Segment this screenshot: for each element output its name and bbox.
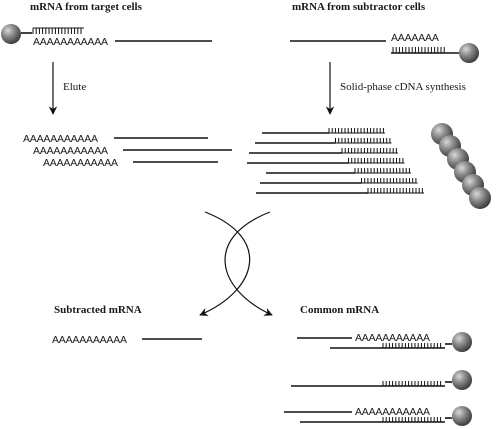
bead <box>459 43 479 63</box>
elute-label: Elute <box>63 81 86 93</box>
common-mrna-hybrid: AAAAAAAAAAA <box>284 406 472 426</box>
eluted-mrna-group: AAAAAAAAAAA AAAAAAAAAAA AAAAAAAAAAA <box>23 133 232 169</box>
common-mrna-hybrid: AAAAAAAAAAA <box>297 332 472 352</box>
target-cells-label: mRNA from target cells <box>30 1 143 13</box>
polya-tail: AAAAAAAAAAA <box>43 157 118 169</box>
common-mrna-label: Common mRNA <box>300 304 379 316</box>
subtractor-cells-label: mRNA from subtractor cells <box>292 1 426 13</box>
oligo-dt-ticks <box>392 47 447 54</box>
bead <box>452 370 472 390</box>
cdna-on-bead <box>291 370 472 390</box>
oligo-dt-ticks <box>32 27 84 34</box>
cdna-staircase <box>247 128 424 194</box>
bead <box>469 187 491 209</box>
polya-tail: AAAAAAAAAAA <box>355 332 430 344</box>
bead <box>1 24 21 44</box>
bead <box>452 332 472 352</box>
common-arrow <box>224 211 273 316</box>
oligo-dt-ticks <box>382 417 443 423</box>
bead-column <box>431 123 491 209</box>
oligo-dt-ticks <box>382 381 443 387</box>
subtracted-arrow <box>199 211 251 316</box>
bead <box>452 406 472 426</box>
polya-tail: AAAAAAA <box>391 32 439 44</box>
subtracted-mrna-label: Subtracted mRNA <box>54 304 142 316</box>
polya-tail: AAAAAAAAAAA <box>355 406 430 418</box>
polya-tail: AAAAAAAAAAA <box>52 334 127 346</box>
oligo-dt-ticks <box>382 343 443 349</box>
solid-phase-label: Solid-phase cDNA synthesis <box>340 81 466 93</box>
polya-tail: AAAAAAAAAAA <box>23 133 98 145</box>
polya-tail: AAAAAAAAAAA <box>33 36 108 48</box>
polya-tail: AAAAAAAAAAA <box>33 145 108 157</box>
